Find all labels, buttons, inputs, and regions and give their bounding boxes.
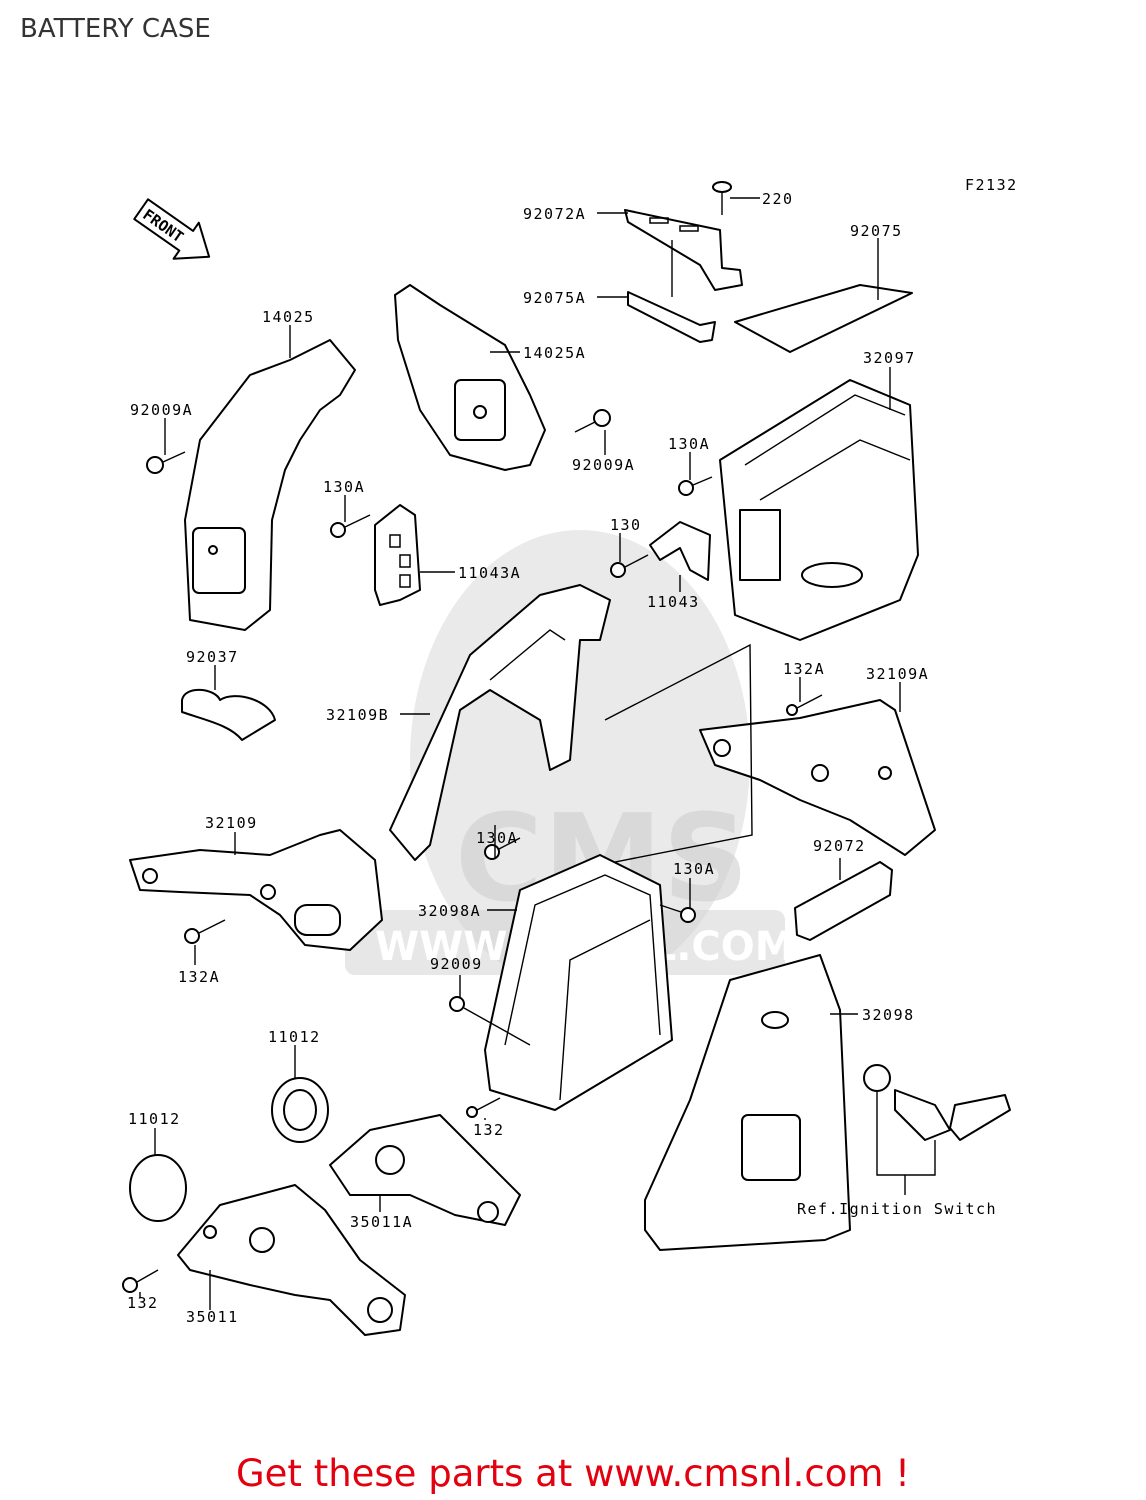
bolt-92009 [449,996,531,1046]
callout-132-left: 132 [127,1294,159,1312]
bolt-130A-left [330,514,371,538]
figure-code: F2132 [965,176,1018,194]
leader-32109A-box [599,643,753,866]
bolts[interactable] [122,409,823,1293]
callout-92075A: 92075A [523,289,586,307]
callout-92037: 92037 [186,648,239,666]
callout-ref-ignition: Ref.Ignition Switch [797,1200,997,1218]
part-35011-bracket[interactable] [177,1184,406,1336]
part-14025A-cover[interactable] [394,284,546,471]
callout-92072: 92072 [813,837,866,855]
bolt-92009A-right [574,409,611,433]
callout-130: 130 [610,516,642,534]
part-11012-cap-left[interactable] [129,1154,187,1222]
callout-11043A: 11043A [458,564,521,582]
callout-labels: 92072A 220 92075 92075A 14025 14025A 320… [127,190,997,1326]
part-32098-cover[interactable] [644,954,851,1251]
front-arrow-icon: FRONT [133,198,211,260]
part-32109A-bracket[interactable] [699,699,936,856]
ignition-switch-parts[interactable] [863,1064,1011,1141]
page-title: BATTERY CASE [20,14,211,44]
callout-32097: 32097 [863,349,916,367]
callout-130A-case: 130A [673,860,715,878]
callout-92075: 92075 [850,222,903,240]
ref-ignition-bracket [876,1092,936,1195]
callout-132-right: 132 [473,1121,505,1139]
part-11043A-bracket[interactable] [374,504,421,606]
callout-92009A-left: 92009A [130,401,193,419]
bolt-130 [610,554,649,578]
callout-130A-left: 130A [323,478,365,496]
part-92075-pad[interactable] [734,284,913,353]
part-14025-cover[interactable] [184,339,356,631]
callout-14025A: 14025A [523,344,586,362]
callout-132A-right: 132A [783,660,825,678]
part-92072-strap[interactable] [794,861,893,941]
callout-220: 220 [762,190,794,208]
callout-35011A: 35011A [350,1213,413,1231]
callout-32098: 32098 [862,1006,915,1024]
callout-11043: 11043 [647,593,700,611]
bolt-130A-top [678,476,713,496]
bolt-130A-case [659,904,696,923]
callout-92009: 92009 [430,955,483,973]
part-32109B-frame[interactable] [389,584,611,861]
callout-132A-left: 132A [178,968,220,986]
callout-130A-mid: 130A [476,829,518,847]
bolt-132A-right [786,694,823,716]
part-92075A[interactable] [627,291,716,343]
callout-32109: 32109 [205,814,258,832]
part-32097-battery-box[interactable] [719,379,919,641]
callout-92009A-right: 92009A [572,456,635,474]
callout-32109B: 32109B [326,706,389,724]
bolt-132-right [466,1097,501,1118]
part-92072A-bracket[interactable] [624,209,743,291]
bolt-132-left [122,1269,159,1293]
callout-14025: 14025 [262,308,315,326]
part-11012-grommet-top[interactable] [271,1077,329,1143]
callout-32109A: 32109A [866,665,929,683]
part-92037-clamp[interactable] [181,688,276,741]
part-11043-bracket[interactable] [649,521,711,581]
callout-130A-top: 130A [668,435,710,453]
bolt-92009A-left [146,451,186,474]
part-32098A-case[interactable] [484,854,673,1111]
leader-lines [139,197,901,1310]
promo-link[interactable]: Get these parts at www.cmsnl.com ! [235,1452,910,1495]
callout-11012-top: 11012 [268,1028,321,1046]
callout-35011: 35011 [186,1308,239,1326]
part-32109-bracket[interactable] [129,829,383,951]
callout-32098A: 32098A [418,902,481,920]
part-220-screw[interactable] [712,181,732,215]
callout-11012-left: 11012 [128,1110,181,1128]
bolt-132A-left [184,919,226,944]
part-35011A-bracket[interactable] [329,1114,521,1226]
callout-92072A: 92072A [523,205,586,223]
